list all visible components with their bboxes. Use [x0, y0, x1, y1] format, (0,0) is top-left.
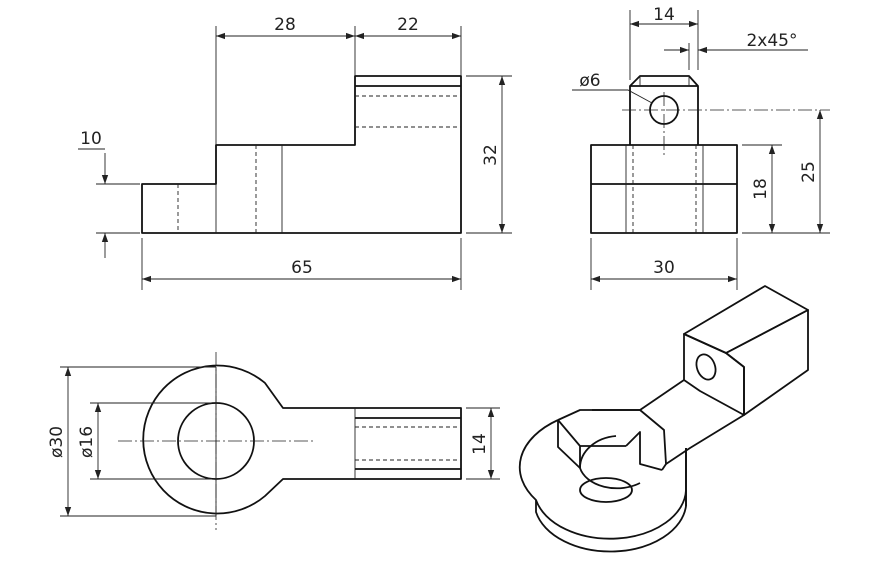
- dim-32: 32: [481, 144, 501, 166]
- front-outline: [141, 75, 462, 234]
- dim-28: 28: [274, 15, 296, 35]
- side-lug: [629, 75, 699, 145]
- front-view: 28 22 10 32 65: [78, 15, 512, 290]
- side-base: [590, 144, 738, 234]
- dim-18: 18: [751, 178, 771, 200]
- dim-chamfer: 2x45°: [746, 31, 797, 51]
- iso-ring-top-edge: [557, 409, 667, 471]
- top-view: ø30 ø16 14: [47, 352, 500, 530]
- dim-hole-6: ø6: [579, 71, 600, 91]
- dim-22: 22: [397, 15, 419, 35]
- dim-30-side: 30: [653, 258, 675, 278]
- dim-14-top: 14: [470, 433, 490, 455]
- dim-dia-16: ø16: [77, 426, 97, 458]
- dim-25: 25: [799, 161, 819, 183]
- dim-10: 10: [80, 129, 102, 149]
- iso-bore-bottom: [579, 477, 633, 503]
- iso-ring-outer: [518, 419, 687, 540]
- iso-arm: [592, 379, 745, 465]
- side-view: 14 2x45° ø6 18 25 30: [572, 5, 830, 290]
- top-ring-outline: [142, 364, 462, 515]
- dim-dia-30: ø30: [47, 426, 67, 458]
- iso-bore: [579, 435, 641, 490]
- iso-ring-outer-lower: [535, 490, 687, 553]
- isometric-view: [518, 285, 809, 553]
- iso-block-hole: [695, 353, 717, 381]
- iso-block-side: [725, 309, 809, 416]
- iso-slot: [557, 419, 663, 471]
- dim-14-side: 14: [653, 5, 675, 25]
- dim-65: 65: [291, 258, 313, 278]
